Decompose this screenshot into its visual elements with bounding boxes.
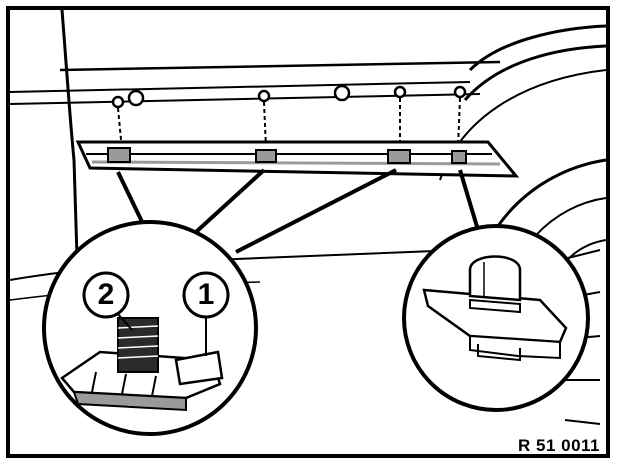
stud-threads — [117, 325, 159, 359]
detail-leader-lines — [116, 168, 480, 254]
callout-2-circle — [82, 271, 130, 319]
callout-1-label: 1 — [197, 278, 215, 311]
trim-strip-shade — [91, 160, 501, 166]
strip-clips — [107, 147, 467, 164]
cap-nut-dome — [468, 255, 522, 302]
wheel-arch-outer — [468, 24, 607, 72]
callout-2-leader — [117, 313, 133, 331]
nut-clip-tab — [469, 334, 561, 360]
reference-code: R 51 0011 — [517, 436, 600, 455]
clip-base-ribs — [91, 371, 157, 397]
clip-base-side — [72, 390, 187, 412]
nut-clip-slot — [477, 344, 521, 362]
clip-flap — [174, 350, 224, 386]
upper-trim-line-1 — [9, 81, 471, 93]
panel-top-edge — [59, 60, 501, 72]
mounting-holes — [111, 84, 467, 109]
callout-2-label: 2 — [97, 278, 115, 311]
wheel-arch-inner — [463, 44, 607, 101]
cap-nut-collar — [469, 298, 521, 314]
door-edge-line — [60, 9, 80, 291]
